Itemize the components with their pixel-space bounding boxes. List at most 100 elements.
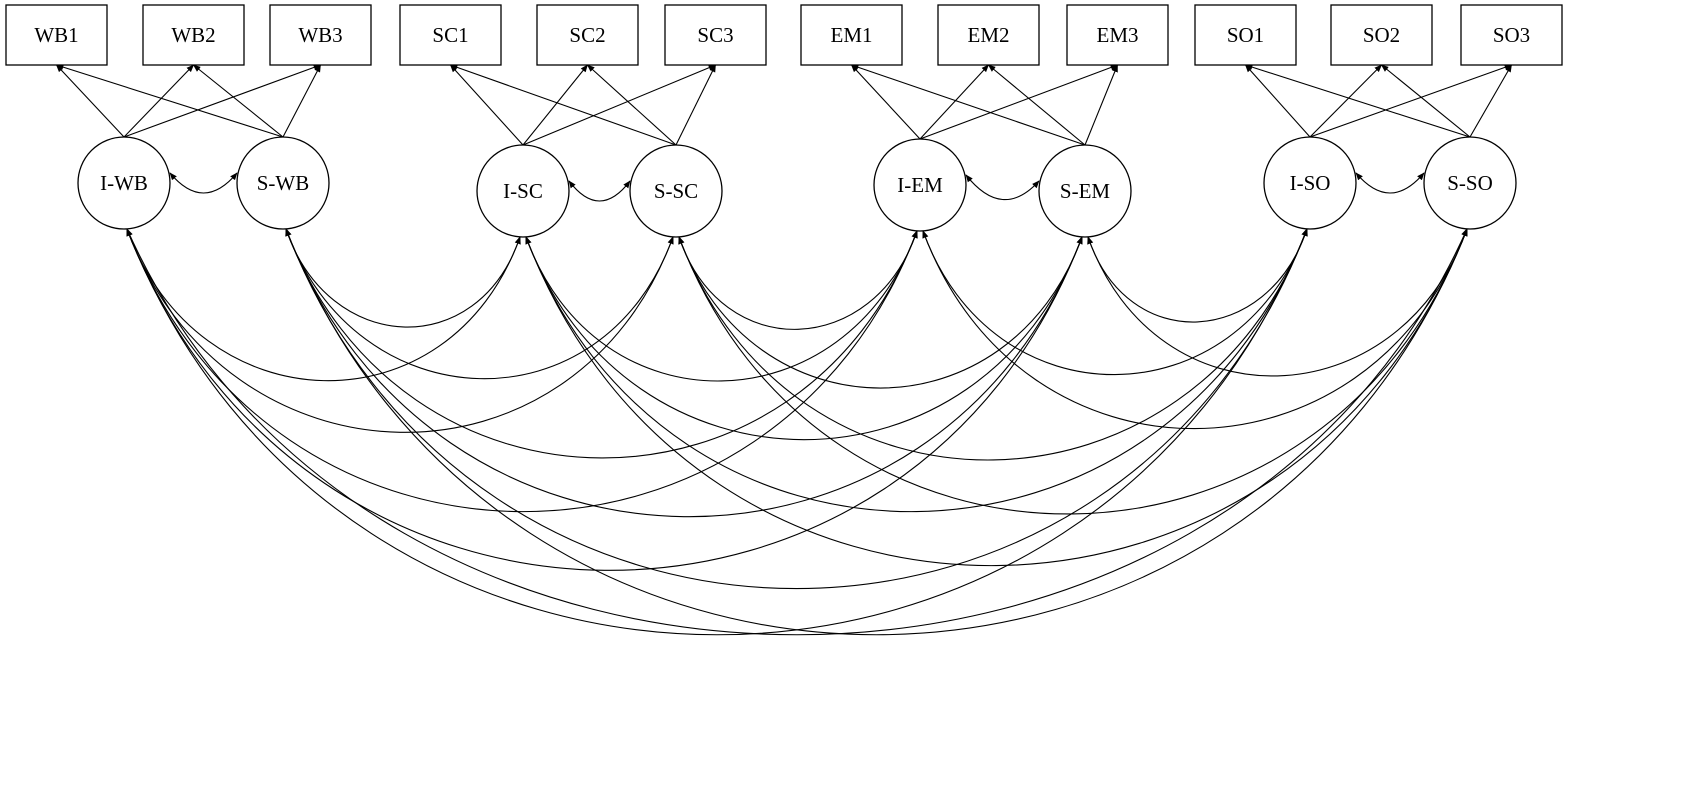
indicator-sc2: SC2 (536, 4, 639, 66)
covariance-s-wb-i-sc (285, 228, 521, 328)
covariance-i-sc-i-so (525, 228, 1308, 513)
loading-s-sc-sc1 (449, 64, 677, 146)
loading-i-sc-sc2 (522, 64, 588, 146)
covariance-i-wb-s-sc (126, 228, 674, 433)
indicator-label: SC1 (432, 23, 468, 47)
latent-circle (236, 136, 330, 230)
loading-i-em-em2 (919, 64, 990, 140)
loading-s-so-so3 (1469, 64, 1512, 138)
indicator-wb3: WB3 (269, 4, 372, 66)
loading-i-so-so1 (1244, 64, 1311, 138)
latent-s-em: S-EM (1038, 144, 1132, 238)
loading-s-so-so1 (1244, 64, 1471, 138)
indicator-label: WB2 (171, 23, 215, 47)
latent-i-em: I-EM (873, 138, 967, 232)
covariance-s-sc-i-so (678, 228, 1308, 461)
indicator-box (664, 4, 767, 66)
latent-s-so: S-SO (1423, 136, 1517, 230)
indicator-box (937, 4, 1040, 66)
indicator-wb1: WB1 (5, 4, 108, 66)
covariance-s-sc-s-em (678, 236, 1083, 389)
indicator-layer: WB1 WB2 WB3 SC1 SC2 SC3 EM1 EM2 EM3 SO1 SO2 SO3 (5, 4, 1563, 66)
latent-circle (629, 144, 723, 238)
covariance-s-em-s-so (1087, 228, 1468, 377)
loading-i-em-em3 (919, 64, 1119, 140)
latent-layer: I-WB S-WB I-SC S-SC I-EM S-EM I-SO S-SO (77, 136, 1517, 238)
covariance-i-wb-s-wb (169, 172, 238, 194)
covariance-s-sc-i-em (678, 230, 918, 330)
covariance-s-wb-s-sc (285, 228, 674, 380)
indicator-box (399, 4, 502, 66)
covariance-i-sc-s-em (525, 236, 1083, 440)
loading-i-em-em1 (850, 64, 921, 140)
latent-i-wb: I-WB (77, 136, 171, 230)
covariance-i-sc-s-sc (568, 180, 631, 202)
covariance-i-em-s-so (922, 228, 1468, 429)
covariance-s-wb-s-em (285, 228, 1083, 518)
covariance-i-sc-i-em (525, 230, 918, 382)
covariance-i-em-i-so (922, 228, 1308, 376)
indicator-label: SC3 (697, 23, 733, 47)
latent-label: I-EM (897, 173, 943, 197)
edge-layer (55, 64, 1513, 636)
covariance-i-so-s-so (1355, 172, 1425, 194)
indicator-em1: EM1 (800, 4, 903, 66)
loading-i-wb-wb3 (123, 64, 322, 138)
indicator-sc3: SC3 (664, 4, 767, 66)
indicator-label: SC2 (569, 23, 605, 47)
indicator-em2: EM2 (937, 4, 1040, 66)
indicator-box (142, 4, 245, 66)
indicator-so3: SO3 (1460, 4, 1563, 66)
indicator-box (1066, 4, 1169, 66)
indicator-box (5, 4, 108, 66)
covariance-i-wb-i-em (126, 228, 918, 513)
latent-circle (873, 138, 967, 232)
loading-i-so-so2 (1309, 64, 1383, 138)
latent-s-sc: S-SC (629, 144, 723, 238)
covariance-i-wb-i-so (126, 228, 1308, 636)
loading-s-sc-sc3 (675, 64, 716, 146)
loading-i-wb-wb2 (123, 64, 195, 138)
latent-circle (476, 144, 570, 238)
loading-s-wb-wb1 (55, 64, 284, 138)
loading-s-em-em3 (1084, 64, 1119, 146)
indicator-box (800, 4, 903, 66)
indicator-so2: SO2 (1330, 4, 1433, 66)
indicator-box (269, 4, 372, 66)
latent-label: S-SC (654, 179, 698, 203)
covariance-s-wb-s-so (285, 228, 1468, 636)
latent-circle (1263, 136, 1357, 230)
loading-i-sc-sc1 (449, 64, 524, 146)
latent-circle (1423, 136, 1517, 230)
covariance-s-em-i-so (1087, 228, 1308, 323)
latent-label: I-SC (503, 179, 543, 203)
loading-i-sc-sc3 (522, 64, 717, 146)
covariance-s-wb-i-so (285, 228, 1308, 589)
indicator-box (536, 4, 639, 66)
indicator-label: EM2 (968, 23, 1010, 47)
indicator-label: SO2 (1363, 23, 1400, 47)
indicator-label: EM1 (831, 23, 873, 47)
indicator-em3: EM3 (1066, 4, 1169, 66)
indicator-box (1330, 4, 1433, 66)
indicator-label: EM3 (1097, 23, 1139, 47)
latent-circle (77, 136, 171, 230)
latent-i-sc: I-SC (476, 144, 570, 238)
covariance-i-em-s-em (965, 174, 1040, 201)
covariance-i-wb-s-so (126, 228, 1468, 636)
covariance-i-sc-s-so (525, 228, 1468, 567)
loading-s-wb-wb3 (282, 64, 321, 138)
covariance-s-wb-i-em (285, 228, 918, 459)
loading-s-so-so2 (1380, 64, 1471, 138)
latent-s-wb: S-WB (236, 136, 330, 230)
loading-s-em-em1 (850, 64, 1086, 146)
indicator-label: WB3 (298, 23, 342, 47)
loading-s-wb-wb2 (192, 64, 284, 138)
loading-i-wb-wb1 (55, 64, 125, 138)
indicator-box (1460, 4, 1563, 66)
latent-i-so: I-SO (1263, 136, 1357, 230)
latent-circle (1038, 144, 1132, 238)
indicator-label: SO1 (1227, 23, 1264, 47)
indicator-label: WB1 (34, 23, 78, 47)
